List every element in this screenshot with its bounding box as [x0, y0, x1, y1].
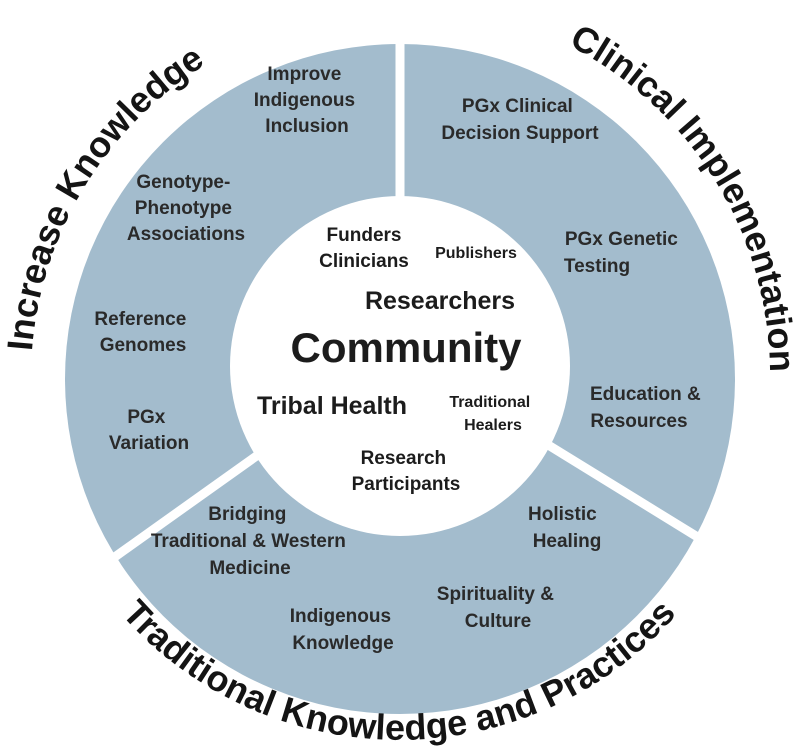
- center-line: Participants: [352, 474, 461, 495]
- divider-lower-left: [109, 449, 263, 563]
- item-line: Medicine: [209, 558, 290, 579]
- center-traditional-healers: Traditional Healers: [449, 394, 534, 434]
- item-line: PGx: [127, 407, 165, 428]
- item-bridging-traditional-western-medicine: Bridging Traditional & Western Medicine: [151, 504, 351, 579]
- center-line: Research: [361, 448, 447, 469]
- item-line: Inclusion: [265, 116, 348, 137]
- segment-traditional-knowledge: Bridging Traditional & Western Medicine …: [151, 504, 602, 654]
- center-clinicians: Clinicians: [319, 251, 409, 272]
- item-line: Reference: [94, 309, 186, 330]
- item-line: Genomes: [100, 335, 187, 356]
- item-indigenous-knowledge: Indigenous Knowledge: [290, 606, 397, 654]
- item-education-resources: Education & Resources: [590, 384, 706, 432]
- center-community: Community: [291, 324, 523, 371]
- item-improve-indigenous-inclusion: Improve Indigenous Inclusion: [254, 64, 361, 137]
- item-line: Testing: [564, 256, 630, 277]
- center-researchers: Researchers: [365, 287, 515, 315]
- center-circle: [230, 196, 570, 536]
- item-line: Culture: [465, 611, 532, 632]
- item-line: Knowledge: [292, 633, 393, 654]
- center-research-participants: Research Participants: [352, 448, 461, 495]
- item-pgx-genetic-testing: PGx Genetic Testing: [564, 229, 683, 277]
- item-holistic-healing: Holistic Healing: [528, 504, 602, 552]
- item-line: Genotype-: [136, 172, 230, 193]
- item-line: Indigenous: [254, 90, 355, 111]
- center-line: Traditional: [449, 394, 530, 411]
- item-line: Variation: [109, 433, 189, 454]
- center-line: Healers: [464, 417, 522, 434]
- divider-lower-right: [543, 439, 703, 543]
- item-line: PGx Genetic: [565, 229, 678, 250]
- item-line: Improve: [267, 64, 341, 85]
- item-line: Decision Support: [441, 123, 599, 144]
- segment-clinical-implementation: PGx Clinical Decision Support PGx Geneti…: [441, 96, 706, 432]
- item-line: Spirituality &: [437, 584, 554, 605]
- item-line: Indigenous: [290, 606, 391, 627]
- item-line: Phenotype: [135, 198, 232, 219]
- center-funders: Funders: [327, 225, 402, 246]
- item-line: PGx Clinical: [462, 96, 573, 117]
- item-reference-genomes: Reference Genomes: [94, 309, 191, 356]
- item-pgx-clinical-decision-support: PGx Clinical Decision Support: [441, 96, 599, 144]
- item-line: Bridging: [208, 504, 286, 525]
- center-tribal-health: Tribal Health: [257, 392, 407, 420]
- item-line: Traditional & Western: [151, 531, 346, 552]
- segment-increase-knowledge: Improve Indigenous Inclusion Genotype- P…: [94, 64, 361, 454]
- item-spirituality-culture: Spirituality & Culture: [437, 584, 559, 632]
- item-pgx-variation: PGx Variation: [109, 407, 189, 454]
- item-line: Associations: [127, 224, 245, 245]
- item-line: Resources: [590, 411, 687, 432]
- item-line: Healing: [533, 531, 602, 552]
- item-genotype-phenotype-associations: Genotype- Phenotype Associations: [127, 172, 245, 245]
- item-line: Holistic: [528, 504, 597, 525]
- item-line: Education &: [590, 384, 701, 405]
- center-publishers: Publishers: [435, 245, 517, 262]
- center-stakeholders: Funders Clinicians Publishers Researcher…: [257, 225, 534, 495]
